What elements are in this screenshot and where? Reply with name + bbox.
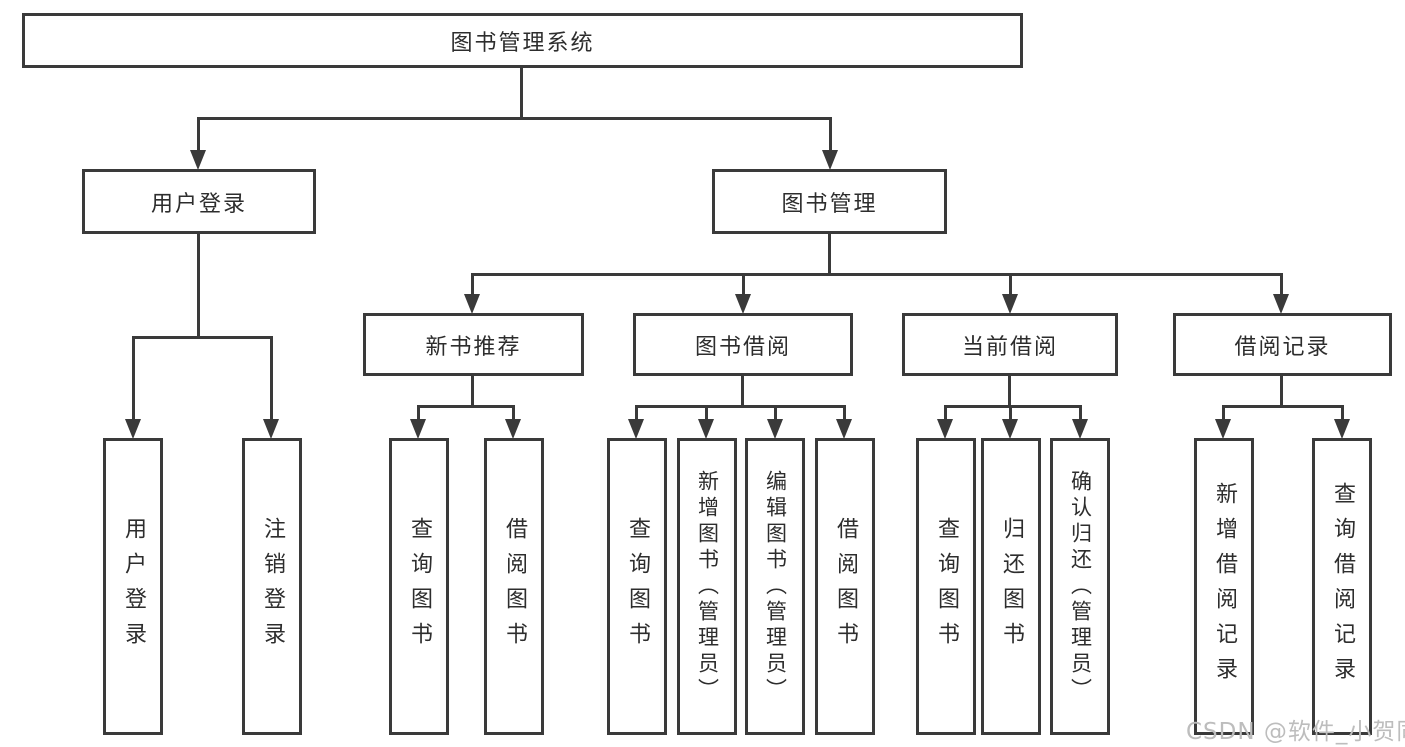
node-label: 图书管理系统 xyxy=(450,30,595,56)
node-current-borrowing: 当前借阅 xyxy=(902,313,1118,376)
connector-line xyxy=(741,376,744,407)
arrow-down-icon xyxy=(1002,294,1018,314)
arrow-down-icon xyxy=(464,294,480,314)
node-library-management-system: 图书管理系统 xyxy=(22,13,1023,68)
connector-line xyxy=(270,336,273,420)
connector-line xyxy=(512,405,515,421)
connector-line xyxy=(829,117,832,151)
node-label: 查询图书 xyxy=(934,516,959,657)
connector-line xyxy=(1009,405,1012,421)
node-label: 用户登录 xyxy=(150,191,247,217)
arrow-down-icon xyxy=(767,419,783,439)
node-leaf-query-books: 查询图书 xyxy=(607,438,667,735)
connector-line xyxy=(520,68,523,119)
arrow-down-icon xyxy=(937,419,953,439)
connector-line xyxy=(132,336,273,339)
node-leaf-query-books: 查询图书 xyxy=(916,438,976,735)
node-label: 当前借阅 xyxy=(961,334,1058,360)
connector-line xyxy=(828,234,831,275)
node-label: 新增图书（管理员） xyxy=(695,469,720,704)
arrow-down-icon xyxy=(190,150,206,170)
arrow-down-icon xyxy=(1334,419,1350,439)
node-label: 确认归还（管理员） xyxy=(1068,469,1093,704)
connector-line xyxy=(1079,405,1082,421)
node-label: 注销登录 xyxy=(260,516,285,657)
node-leaf-confirm-return-admin: 确认归还（管理员） xyxy=(1050,438,1110,735)
node-label: 图书借阅 xyxy=(694,334,791,360)
node-leaf-add-borrow-record: 新增借阅记录 xyxy=(1194,438,1254,735)
connector-line xyxy=(1341,405,1344,421)
node-book-borrowing: 图书借阅 xyxy=(633,313,853,376)
connector-line xyxy=(635,405,846,408)
connector-line xyxy=(843,405,846,421)
connector-line xyxy=(1222,405,1344,408)
connector-line xyxy=(471,376,474,407)
connector-line xyxy=(417,405,515,408)
node-leaf-logout: 注销登录 xyxy=(242,438,302,735)
connector-line xyxy=(1222,405,1225,421)
node-label: 查询图书 xyxy=(407,516,432,657)
arrow-down-icon xyxy=(1273,294,1289,314)
node-borrow-records: 借阅记录 xyxy=(1173,313,1392,376)
arrow-down-icon xyxy=(836,419,852,439)
connector-line xyxy=(417,405,420,421)
arrow-down-icon xyxy=(735,294,751,314)
node-label: 借阅记录 xyxy=(1234,334,1331,360)
arrow-down-icon xyxy=(1072,419,1088,439)
node-label: 借阅图书 xyxy=(502,516,527,657)
arrow-down-icon xyxy=(628,419,644,439)
node-leaf-borrow-books: 借阅图书 xyxy=(815,438,875,735)
connector-line xyxy=(132,336,135,420)
arrow-down-icon xyxy=(505,419,521,439)
node-label: 新增借阅记录 xyxy=(1212,481,1237,692)
node-leaf-query-books: 查询图书 xyxy=(389,438,449,735)
connector-line xyxy=(1008,376,1011,407)
arrow-down-icon xyxy=(698,419,714,439)
node-label: 编辑图书（管理员） xyxy=(763,469,788,704)
connector-line xyxy=(705,405,708,421)
node-label: 查询借阅记录 xyxy=(1330,481,1355,692)
node-leaf-return-books: 归还图书 xyxy=(981,438,1041,735)
connector-line xyxy=(944,405,947,421)
node-label: 归还图书 xyxy=(999,516,1024,657)
arrow-down-icon xyxy=(410,419,426,439)
connector-line xyxy=(1280,376,1283,407)
node-new-book-recommendation: 新书推荐 xyxy=(363,313,584,376)
connector-line xyxy=(471,273,474,295)
connector-line xyxy=(1009,273,1012,295)
node-leaf-borrow-books: 借阅图书 xyxy=(484,438,544,735)
connector-line xyxy=(197,117,200,151)
connector-line xyxy=(742,273,745,295)
node-label: 新书推荐 xyxy=(425,334,522,360)
arrow-down-icon xyxy=(1215,419,1231,439)
node-leaf-user-login: 用户登录 xyxy=(103,438,163,735)
connector-line xyxy=(1280,273,1283,295)
connector-line xyxy=(944,405,1082,408)
connector-line xyxy=(197,234,200,338)
connector-line xyxy=(197,117,832,120)
node-label: 借阅图书 xyxy=(833,516,858,657)
connector-line xyxy=(471,273,1283,276)
node-leaf-edit-books-admin: 编辑图书（管理员） xyxy=(745,438,805,735)
arrow-down-icon xyxy=(822,150,838,170)
node-label: 图书管理 xyxy=(781,191,878,217)
node-user-login: 用户登录 xyxy=(82,169,316,234)
connector-line xyxy=(774,405,777,421)
node-book-management: 图书管理 xyxy=(712,169,947,234)
node-label: 查询图书 xyxy=(625,516,650,657)
connector-line xyxy=(635,405,638,421)
node-label: 用户登录 xyxy=(121,516,146,657)
node-leaf-query-borrow-record: 查询借阅记录 xyxy=(1312,438,1372,735)
arrow-down-icon xyxy=(263,419,279,439)
arrow-down-icon xyxy=(1002,419,1018,439)
csdn-watermark: CSDN @软件_小贺同学 xyxy=(1186,719,1405,745)
node-leaf-add-books-admin: 新增图书（管理员） xyxy=(677,438,737,735)
arrow-down-icon xyxy=(125,419,141,439)
